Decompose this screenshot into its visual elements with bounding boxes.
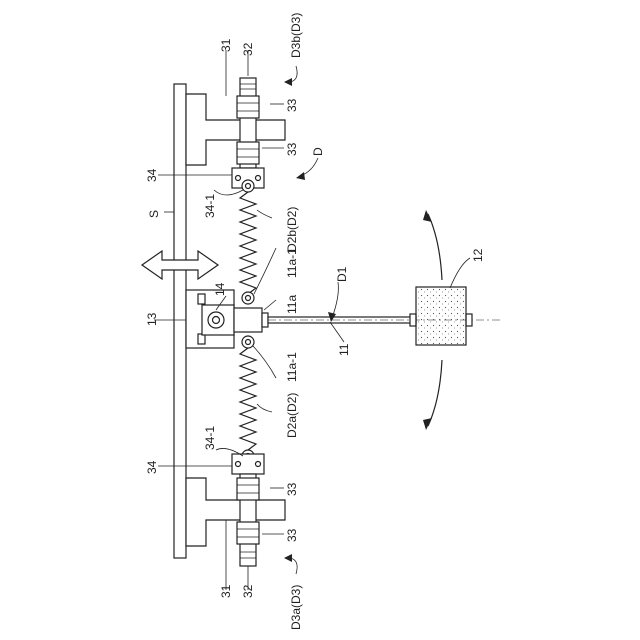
ref-d3a: D3a(D3) [289,585,303,630]
support-rail [174,84,186,558]
rod-nut-left [410,314,416,326]
ref-11: 11 [337,343,351,356]
arrowhead-d3a [284,554,292,562]
ref-11a-1-bottom: 11a-1 [285,352,299,382]
spring-hook-top-inner [246,296,251,301]
nut-33-c [237,478,259,500]
ref-32-bottom: 32 [241,584,255,598]
ref-d1: D1 [335,266,349,282]
ref-31-top: 31 [219,38,233,52]
ref-s: S [147,210,161,218]
holder-screw-bottom-r [256,462,261,467]
holder-34-1-top-inner [246,184,251,189]
ref-d3b: D3b(D3) [289,13,303,58]
ref-d: D [311,147,325,156]
ref-33-d: 33 [285,528,299,542]
ref-13: 13 [145,312,159,326]
bracket-top [186,94,285,165]
arrowhead-d3b [284,78,292,86]
holder-screw-top-r [256,176,261,181]
nut-33-a [237,96,259,118]
ref-31-bottom: 31 [219,584,233,598]
swing-arrowhead-top [423,210,432,222]
holder-screw-top-l [236,176,241,181]
nut-33-b [237,142,259,164]
swing-arrow-top [428,214,442,280]
ref-12: 12 [471,248,485,262]
mass-12 [416,287,466,345]
swing-arrowhead-bottom [423,418,432,430]
pivot-14-inner [213,317,220,324]
spring-hook-bottom-inner [246,340,251,345]
rod-nut-right [466,314,472,326]
spring-d2a [240,348,256,450]
ref-11a-1-top: 11a-1 [285,248,299,278]
ref-14: 14 [213,282,227,296]
ref-d2a: D2a(D2) [285,393,299,438]
swing-arrow-bottom [428,360,442,426]
ref-34-bottom: 34 [145,460,159,474]
block-tab-top [198,294,205,304]
ref-33-b: 33 [285,142,299,156]
spring-d2b [240,192,256,294]
ref-d2b: D2b(D2) [285,207,299,252]
ref-34-1-top: 34-1 [203,194,217,218]
holder-screw-bottom-l [236,462,241,467]
ref-34-top: 34 [145,168,159,182]
ref-33-c: 33 [285,482,299,496]
ref-32-top: 32 [241,42,255,56]
ref-33-a: 33 [285,98,299,112]
nut-33-d [237,522,259,544]
hub-plate-edge [262,313,268,327]
ref-11a: 11a [285,295,299,314]
arrowhead-d [296,172,305,180]
hub-plate-11a [234,308,262,332]
ref-34-1-bottom: 34-1 [203,426,217,450]
